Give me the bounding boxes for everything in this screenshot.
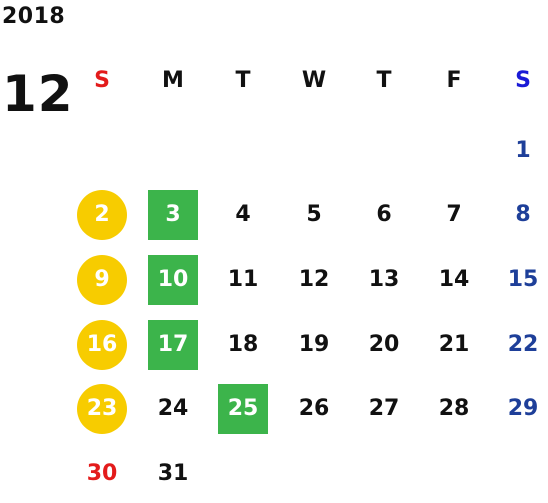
- day-cell-26[interactable]: 26: [298, 396, 330, 421]
- day-cell-21[interactable]: 21: [438, 332, 470, 357]
- day-cell-22[interactable]: 22: [507, 332, 539, 357]
- day-cell-8[interactable]: 8: [515, 202, 531, 227]
- day-cell-29[interactable]: 29: [507, 396, 539, 421]
- day-cell-30[interactable]: 30: [86, 461, 118, 486]
- day-cell-27[interactable]: 27: [368, 396, 400, 421]
- day-cell-15[interactable]: 15: [507, 267, 539, 292]
- month-number: 12: [2, 65, 74, 123]
- weekday-thu: T: [376, 68, 392, 93]
- day-cell-25[interactable]: 25: [218, 384, 268, 434]
- day-cell-20[interactable]: 20: [368, 332, 400, 357]
- day-cell-14[interactable]: 14: [438, 267, 470, 292]
- day-cell-9[interactable]: 9: [77, 255, 127, 305]
- day-cell-12[interactable]: 12: [298, 267, 330, 292]
- day-cell-2[interactable]: 2: [77, 190, 127, 240]
- day-cell-1[interactable]: 1: [515, 138, 531, 163]
- weekday-fri: F: [446, 68, 462, 93]
- day-cell-5[interactable]: 5: [306, 202, 322, 227]
- day-cell-13[interactable]: 13: [368, 267, 400, 292]
- day-cell-7[interactable]: 7: [446, 202, 462, 227]
- weekday-mon: M: [162, 68, 184, 93]
- day-cell-23[interactable]: 23: [77, 384, 127, 434]
- day-cell-17[interactable]: 17: [148, 320, 198, 370]
- weekday-sat: S: [515, 68, 531, 93]
- weekday-sun: S: [94, 68, 110, 93]
- year-label: 2018: [2, 4, 66, 29]
- day-cell-4[interactable]: 4: [235, 202, 251, 227]
- day-cell-10[interactable]: 10: [148, 255, 198, 305]
- weekday-wed: W: [301, 68, 327, 93]
- day-cell-3[interactable]: 3: [148, 190, 198, 240]
- day-cell-28[interactable]: 28: [438, 396, 470, 421]
- day-cell-24[interactable]: 24: [157, 396, 189, 421]
- day-cell-16[interactable]: 16: [77, 320, 127, 370]
- day-cell-31[interactable]: 31: [157, 461, 189, 486]
- day-cell-6[interactable]: 6: [376, 202, 392, 227]
- weekday-tue: T: [235, 68, 251, 93]
- day-cell-19[interactable]: 19: [298, 332, 330, 357]
- day-cell-11[interactable]: 11: [227, 267, 259, 292]
- day-cell-18[interactable]: 18: [227, 332, 259, 357]
